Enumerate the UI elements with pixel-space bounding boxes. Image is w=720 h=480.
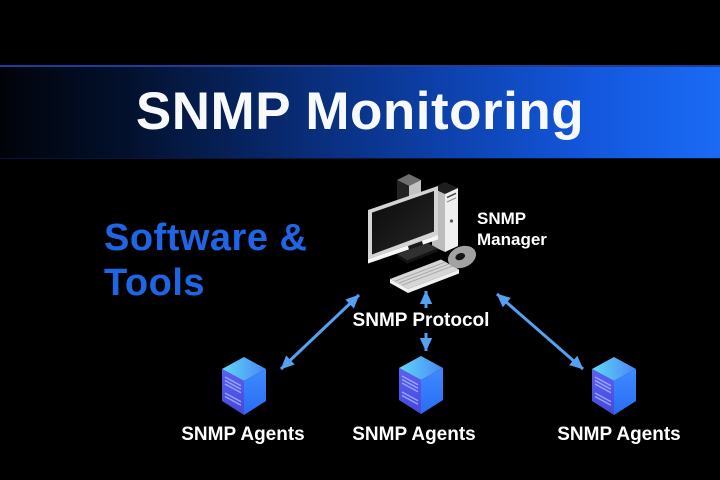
snmp-agents-label-middle: SNMP Agents [352, 424, 476, 445]
title-banner: SNMP Monitoring [0, 65, 720, 159]
mouse-icon [447, 245, 477, 269]
server-icon-left [221, 356, 267, 416]
arrow-manager-right-agent [496, 292, 584, 371]
server-icon-right [591, 356, 637, 416]
keyboard-edge-right [408, 269, 459, 293]
server-icon-middle [398, 355, 444, 415]
snmp-manager-label: SNMP Manager [477, 208, 547, 250]
snmp-manager-label-line1: SNMP [477, 209, 527, 228]
software-tools-heading: Software & Tools [104, 216, 307, 306]
arrow-manager-left-agent [279, 293, 361, 371]
snmp-agents-label-left: SNMP Agents [181, 424, 305, 445]
desktop-computer-icon [368, 174, 477, 293]
monitor-stand-base [397, 243, 438, 261]
keyboard-edge-left [390, 279, 408, 293]
snmp-agents-label-right: SNMP Agents [557, 424, 681, 445]
snmp-protocol-label: SNMP Protocol [352, 310, 490, 331]
page-title: SNMP Monitoring [135, 82, 585, 141]
software-tools-line1: Software & [104, 217, 308, 259]
snmp-manager-label-line2: Manager [477, 230, 547, 249]
software-tools-line2: Tools [104, 262, 206, 304]
monitor-screen [372, 191, 434, 255]
